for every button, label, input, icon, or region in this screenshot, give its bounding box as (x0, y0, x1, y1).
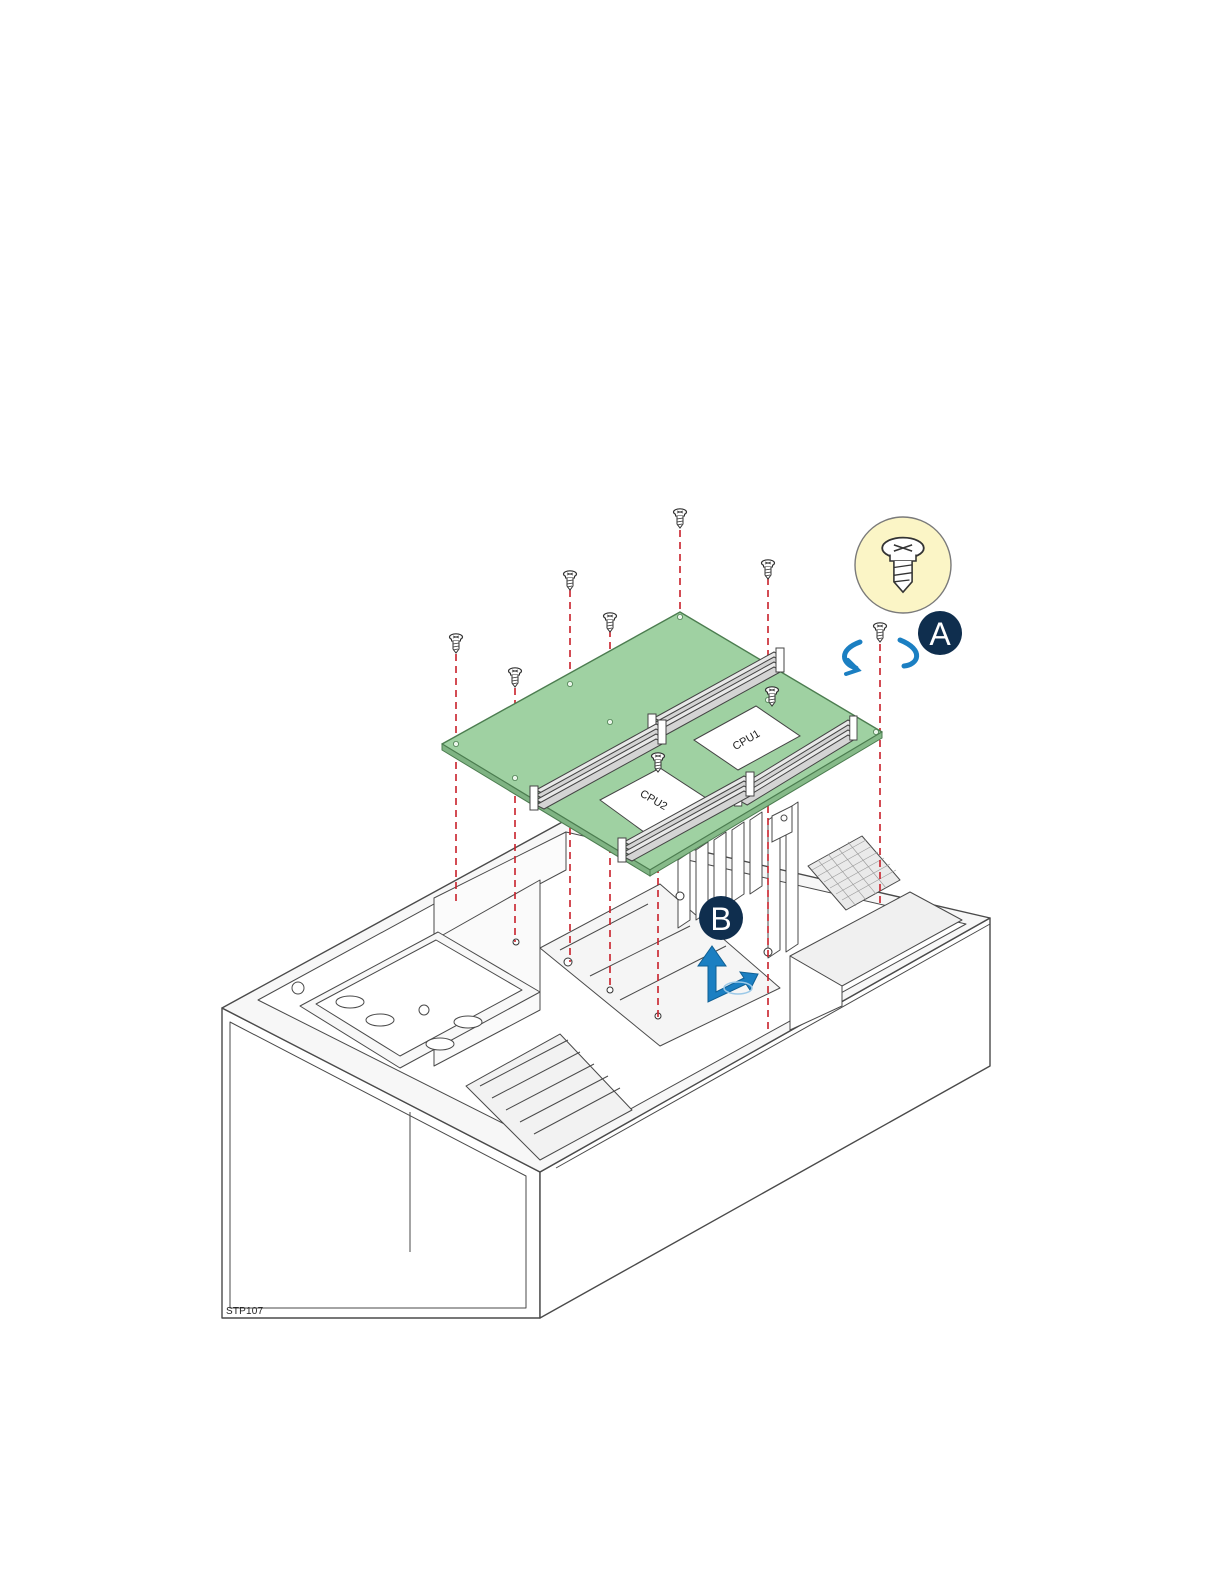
screw-icon (674, 509, 687, 528)
screw-icon (509, 668, 522, 687)
figure-code: STP107 (226, 1306, 263, 1317)
screw-icon (564, 571, 577, 590)
motherboard: CPU1 CPU2 (442, 612, 882, 876)
screw-detail-bubble (855, 517, 951, 613)
callout-a: A (918, 611, 962, 655)
screw-icon (450, 634, 463, 653)
screw-icon (604, 613, 617, 632)
svg-text:A: A (929, 616, 951, 652)
svg-text:B: B (710, 901, 731, 937)
screw-icon (762, 560, 775, 579)
callout-b: B (699, 896, 743, 940)
server-chassis (222, 802, 990, 1318)
screw-icon (874, 623, 887, 642)
